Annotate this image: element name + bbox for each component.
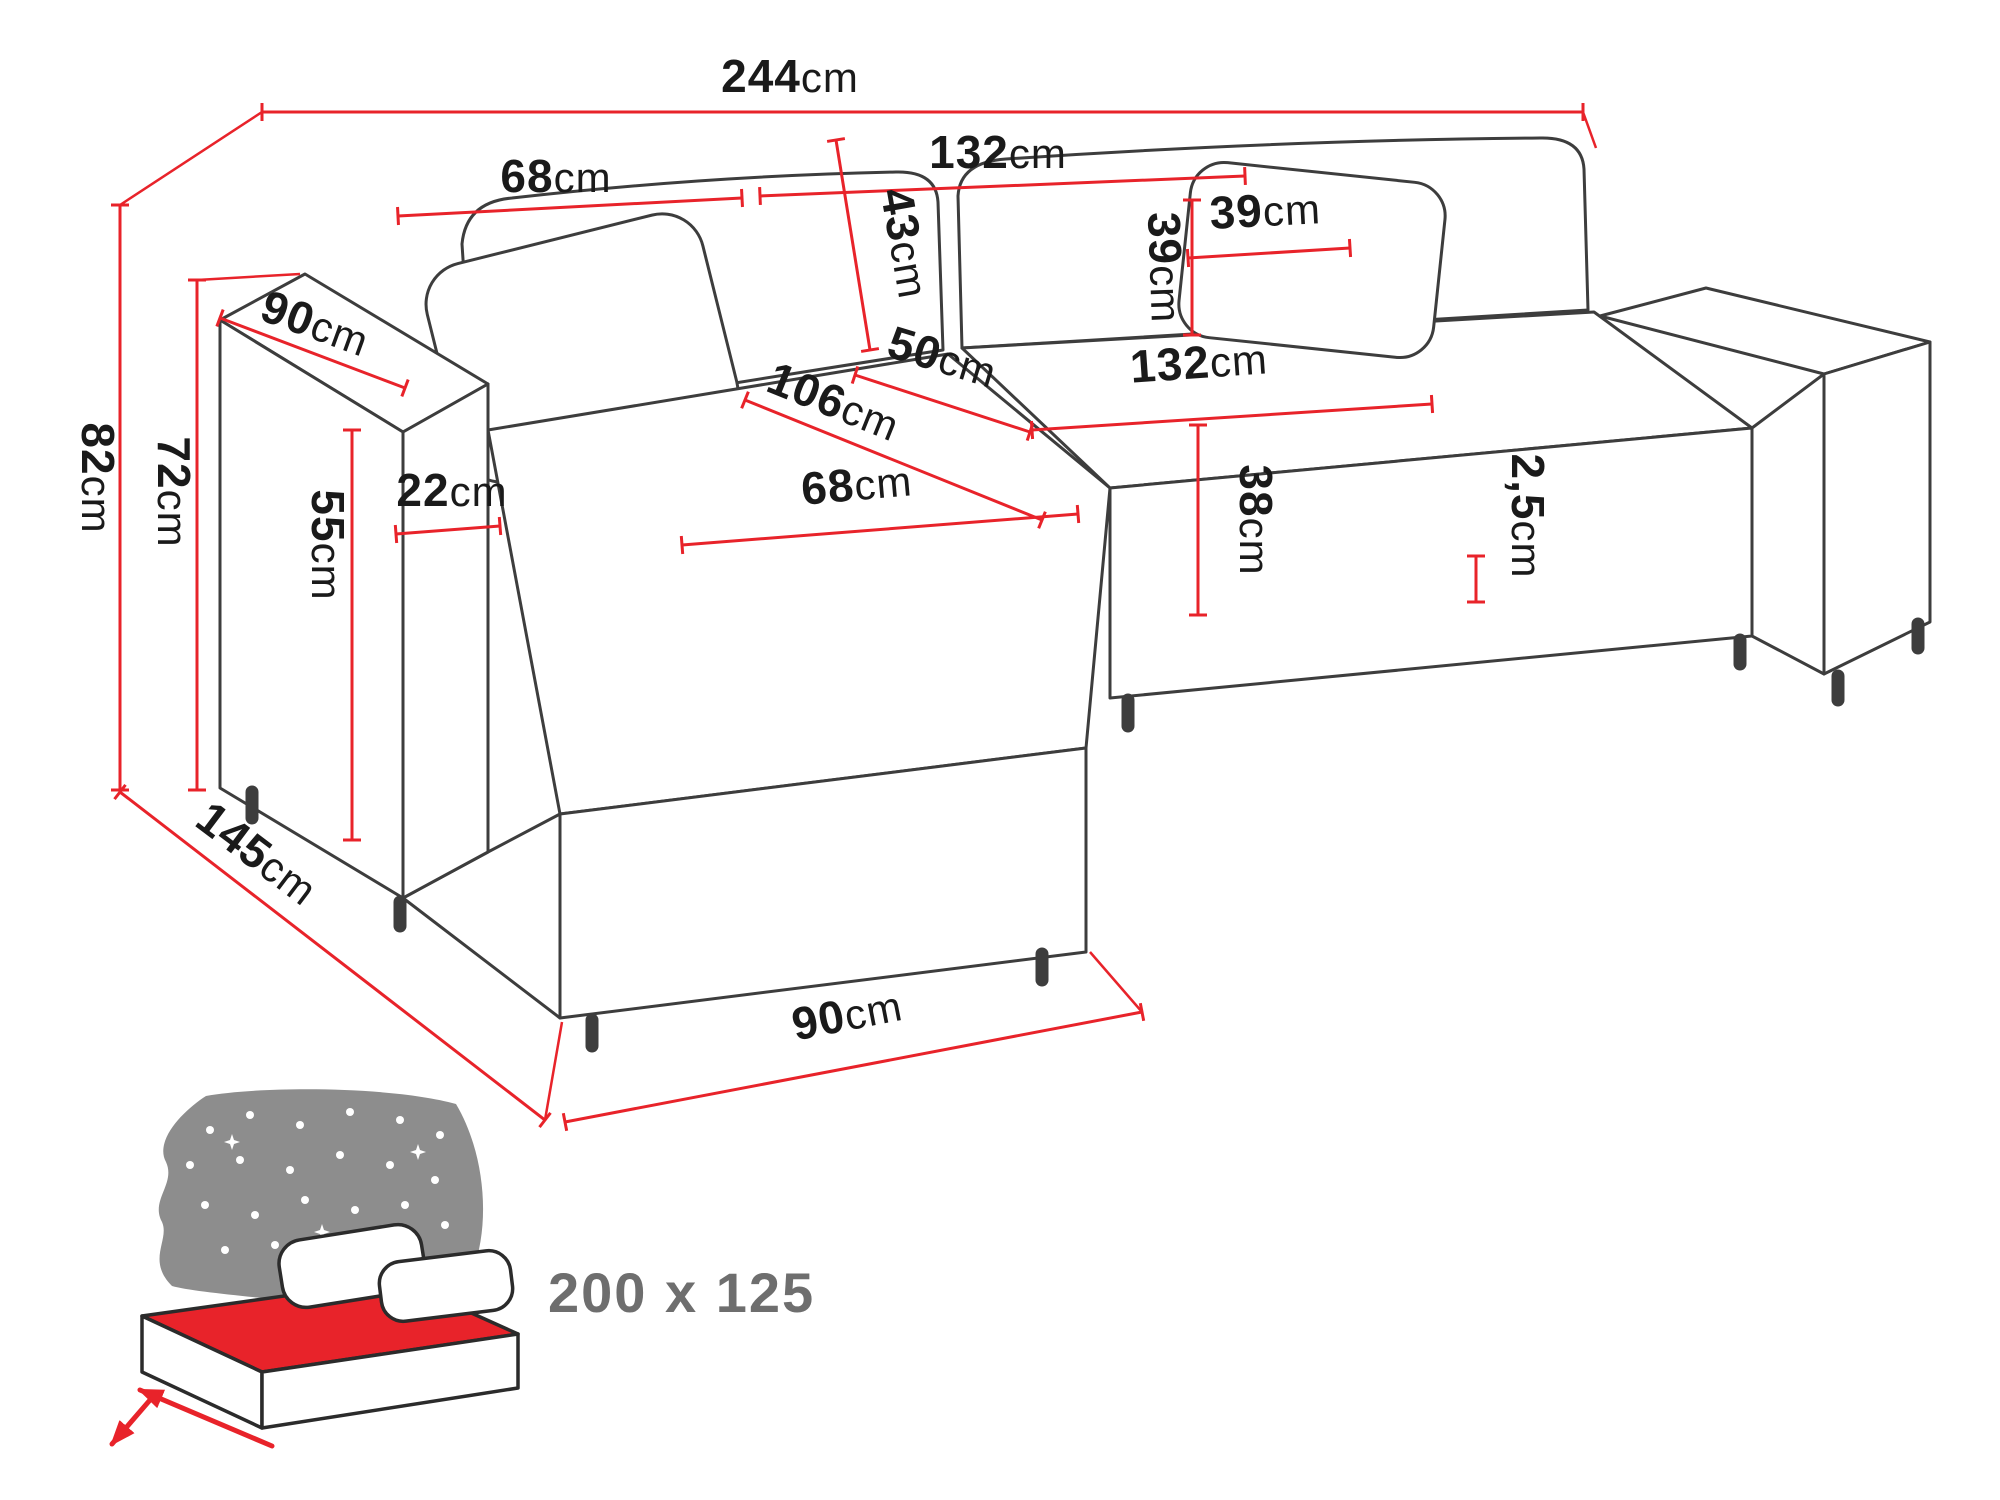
- dim-label-total-width: 244cm: [721, 50, 859, 102]
- chaise-front-face: [558, 746, 1088, 1020]
- left-armrest-front: [401, 382, 490, 900]
- sofa-drawing: [218, 136, 1932, 1053]
- dim-line-backrest-height: [826, 137, 880, 353]
- sleeping-area-icon: [109, 1089, 520, 1449]
- extension-line: [543, 1021, 564, 1121]
- extend-arrow: [137, 1387, 275, 1449]
- right-armrest-inner: [1750, 372, 1826, 676]
- extension-line: [1089, 951, 1143, 1013]
- dim-label-armrest-width: 22cm: [396, 464, 507, 516]
- extend-arrow: [109, 1397, 153, 1447]
- dim-label-armrest-front-height: 55cm: [302, 489, 354, 600]
- sleeping-area-label: 200 x 125: [548, 1261, 815, 1324]
- mattress-front-face: [260, 1332, 520, 1430]
- dim-line-total-depth: [113, 783, 552, 1129]
- dim-line-cushion-width: [1185, 238, 1353, 268]
- dim-line-chaise-length: [740, 391, 1047, 529]
- dim-label-cushion-width: 39cm: [1208, 181, 1322, 239]
- dim-line-armrest-depth: [215, 309, 410, 397]
- right-armrest-outer: [1822, 340, 1932, 676]
- dim-label-clearance: 2,5cm: [1502, 454, 1554, 579]
- dim-line-backrest-left-width: [396, 188, 744, 226]
- dim-line-chaise-front-width: [561, 1002, 1146, 1132]
- dimension-lines: [111, 103, 1598, 1132]
- extension-line: [119, 110, 263, 207]
- dim-label-total-height: 82cm: [72, 422, 124, 533]
- extension-line: [1581, 111, 1598, 149]
- extension-line: [196, 272, 301, 282]
- dim-label-backrest-left-width: 68cm: [500, 150, 611, 202]
- dim-label-backrest-right-width: 132cm: [929, 126, 1067, 178]
- mattress-pillow: [377, 1248, 515, 1324]
- dim-label-backrest-height: 43cm: [870, 184, 941, 303]
- dim-line-seat-width: [1029, 394, 1435, 440]
- dim-label-seat-height: 38cm: [1230, 464, 1282, 575]
- dim-label-armrest-top-height: 72cm: [148, 436, 200, 547]
- dim-label-cushion-height: 39cm: [1138, 211, 1194, 324]
- dim-label-seat-width: 132cm: [1128, 331, 1269, 392]
- dim-line-armrest-width: [393, 516, 503, 544]
- dim-line-chaise-seat-width: [679, 504, 1081, 555]
- dim-label-chaise-seat-width: 68cm: [799, 453, 914, 514]
- dim-label-chaise-front-width: 90cm: [787, 978, 906, 1050]
